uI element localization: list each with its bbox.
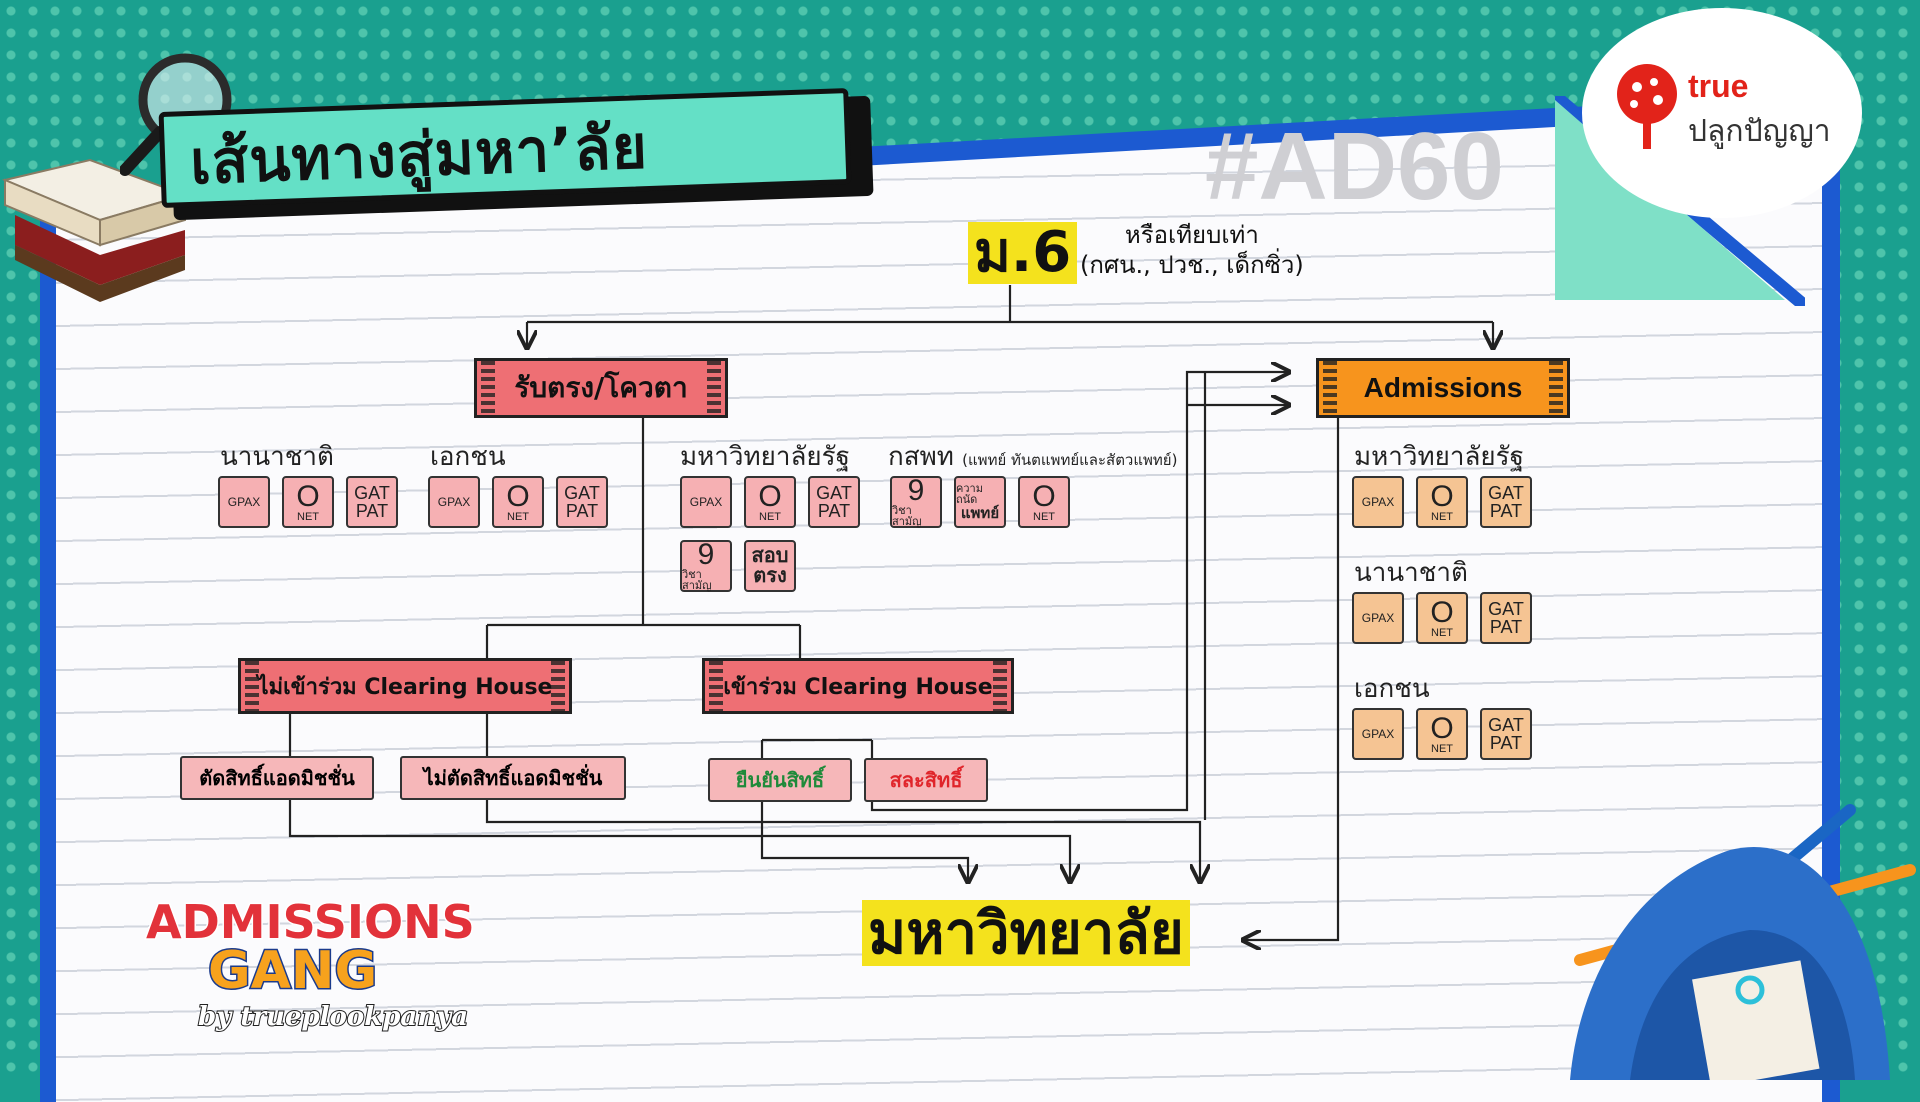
req-text: วิชาสามัญ — [682, 569, 712, 592]
req-text: ความถนัด — [956, 482, 983, 506]
req-text: O — [1032, 479, 1056, 513]
start-note-line2: (กศน., ปวช., เด็กซิ่ว) — [1080, 251, 1304, 279]
req-gpax: GPAX — [218, 476, 270, 528]
req-text: NET — [1033, 510, 1055, 523]
req-text: วิชาสามัญ — [892, 505, 922, 528]
result-confirm-right: ยืนยันสิทธิ์ — [708, 758, 852, 802]
node-admissions: Admissions — [1316, 358, 1570, 418]
req-gpax: GPAX — [1352, 476, 1404, 528]
group-label-kasapat: กสพท (แพทย์ ทันตแพทย์และสัตวแพทย์) — [888, 436, 1177, 477]
backpack-icon — [1570, 804, 1916, 1080]
adm-group-label-public: มหาวิทยาลัยรัฐ — [1354, 442, 1524, 472]
group-label-private: เอกชน — [430, 442, 506, 472]
start-node-note: หรือเทียบเท่า (กศน., ปวช., เด็กซิ่ว) — [1080, 220, 1304, 280]
group-label-international: นานาชาติ — [220, 442, 334, 472]
req-text: O — [1430, 711, 1454, 745]
req-text: NET — [297, 510, 319, 523]
req-text: GAT — [1488, 483, 1524, 503]
req-text: PAT — [817, 501, 851, 521]
result-keep-admission-right: ไม่ตัดสิทธิ์แอดมิชชั่น — [400, 756, 626, 800]
logo-brand: true — [1688, 68, 1749, 104]
req-text: GPAX — [1361, 727, 1395, 741]
req-text: GPAX — [437, 495, 471, 509]
req-text: 9 — [697, 538, 715, 571]
req-text: 9 — [907, 474, 925, 507]
req-text: O — [1430, 479, 1454, 513]
node-not-join-clearing-house: ไม่เข้าร่วม Clearing House — [238, 658, 572, 714]
req-text: NET — [1431, 626, 1453, 639]
req-direct-exam: สอบตรง — [744, 540, 796, 592]
req-text: GPAX — [1361, 611, 1395, 625]
req-gpax: GPAX — [428, 476, 480, 528]
req-text: GPAX — [689, 495, 723, 509]
req-text: PAT — [355, 501, 389, 521]
result-lose-admission-right: ตัดสิทธิ์แอดมิชชั่น — [180, 756, 374, 800]
req-text: GPAX — [227, 495, 261, 509]
req-text: GAT — [354, 483, 390, 503]
req-text: GAT — [564, 483, 600, 503]
req-text: ตรง — [753, 565, 787, 587]
req-text: NET — [759, 510, 781, 523]
req-text: PAT — [1489, 501, 1523, 521]
req-text: PAT — [565, 501, 599, 521]
req-text: O — [1430, 595, 1454, 629]
node-direct-quota: รับตรง/โควตา — [474, 358, 728, 418]
req-medical-aptitude: ความถนัดแพทย์ — [954, 476, 1006, 528]
req-text: PAT — [1489, 617, 1523, 637]
req-text: NET — [1431, 510, 1453, 523]
adm-group-label-private: เอกชน — [1354, 674, 1430, 704]
tree-logo-icon — [1617, 64, 1677, 149]
req-text: GAT — [1488, 715, 1524, 735]
req-gpax: GPAX — [680, 476, 732, 528]
hashtag: #AD60 — [1205, 113, 1504, 220]
req-text: O — [296, 479, 320, 513]
adm-group-label-international: นานาชาติ — [1354, 558, 1468, 588]
req-text: PAT — [1489, 733, 1523, 753]
logo-subtitle: ปลูกปัญญา — [1688, 114, 1831, 149]
req-text: O — [506, 479, 530, 513]
req-text: NET — [1431, 742, 1453, 755]
admissions-gang-logo: ADMISSIONS GANG by trueplookpanya — [145, 894, 477, 1034]
req-gpax: GPAX — [1352, 592, 1404, 644]
kasapat-name: กสพท — [888, 442, 954, 472]
kasapat-note: (แพทย์ ทันตแพทย์และสัตวแพทย์) — [962, 451, 1178, 469]
node-join-clearing-house: เข้าร่วม Clearing House — [702, 658, 1014, 714]
group-label-public: มหาวิทยาลัยรัฐ — [680, 442, 850, 472]
gang-logo-line2: GANG — [208, 941, 377, 1001]
req-text: NET — [507, 510, 529, 523]
end-node-university: มหาวิทยาลัย — [862, 900, 1190, 966]
req-text: GPAX — [1361, 495, 1395, 509]
books-icon — [1, 158, 189, 302]
gang-logo-by: by trueplookpanya — [198, 1002, 468, 1032]
req-text: GAT — [816, 483, 852, 503]
req-text: GAT — [1488, 599, 1524, 619]
req-gpax: GPAX — [1352, 708, 1404, 760]
start-node-label: ม.6 — [968, 222, 1078, 284]
req-text: สอบ — [751, 545, 789, 567]
start-note-line1: หรือเทียบเท่า — [1124, 221, 1259, 249]
req-text: แพทย์ — [960, 504, 1000, 522]
req-text: O — [758, 479, 782, 513]
result-forfeit-right: สละสิทธิ์ — [864, 758, 988, 802]
gang-logo-line1: ADMISSIONS — [146, 895, 475, 949]
